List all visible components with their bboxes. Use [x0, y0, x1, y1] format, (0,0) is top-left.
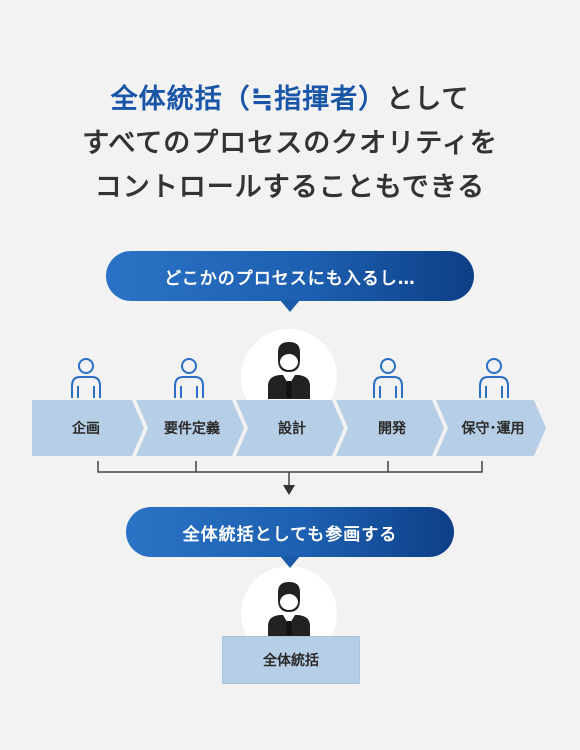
- process-label: 保守･運用: [461, 420, 525, 437]
- headline-line-2: すべてのプロセスのクオリティを: [82, 128, 498, 159]
- process-label: 設計: [278, 420, 306, 437]
- process-label: 要件定義: [164, 420, 220, 437]
- leader-label-box: 全体統括: [222, 636, 360, 684]
- speech-bubble-top: どこかのプロセスにも入るし…: [106, 251, 474, 312]
- businessman-icon: [268, 342, 310, 399]
- process-arrow: [336, 400, 444, 456]
- process-flow: [32, 400, 546, 456]
- businessman-icon: [268, 582, 310, 636]
- process-arrow: [236, 400, 344, 456]
- person-outline-icon: [71, 358, 101, 398]
- arrow-down-icon: [283, 485, 295, 495]
- process-arrow: [32, 400, 144, 456]
- person-outline-icon: [373, 358, 403, 398]
- process-label: 企画: [71, 420, 100, 437]
- headline-line-1: 全体統括（≒指揮者）として: [0, 78, 580, 122]
- speech-bubble-middle-text: 全体統括としても参画する: [182, 524, 398, 545]
- speech-bubble-top-text: どこかのプロセスにも入るし…: [164, 268, 416, 289]
- process-label: 開発: [378, 420, 407, 437]
- headline-line-3: コントロールすることもできる: [94, 172, 486, 203]
- person-outline-icon: [479, 358, 509, 398]
- leader-label: 全体統括: [263, 653, 319, 669]
- headline-line-1-rest: として: [386, 84, 470, 115]
- speech-bubble-middle: 全体統括としても参画する: [126, 507, 454, 568]
- process-arrow: [136, 400, 244, 456]
- person-outline-icon: [174, 358, 204, 398]
- connector-lines: [97, 461, 483, 486]
- headline: 全体統括（≒指揮者）として すべてのプロセスのクオリティを コントロールすること…: [0, 78, 580, 210]
- process-arrow: [436, 400, 546, 456]
- headline-accent: 全体統括（≒指揮者）: [110, 84, 387, 115]
